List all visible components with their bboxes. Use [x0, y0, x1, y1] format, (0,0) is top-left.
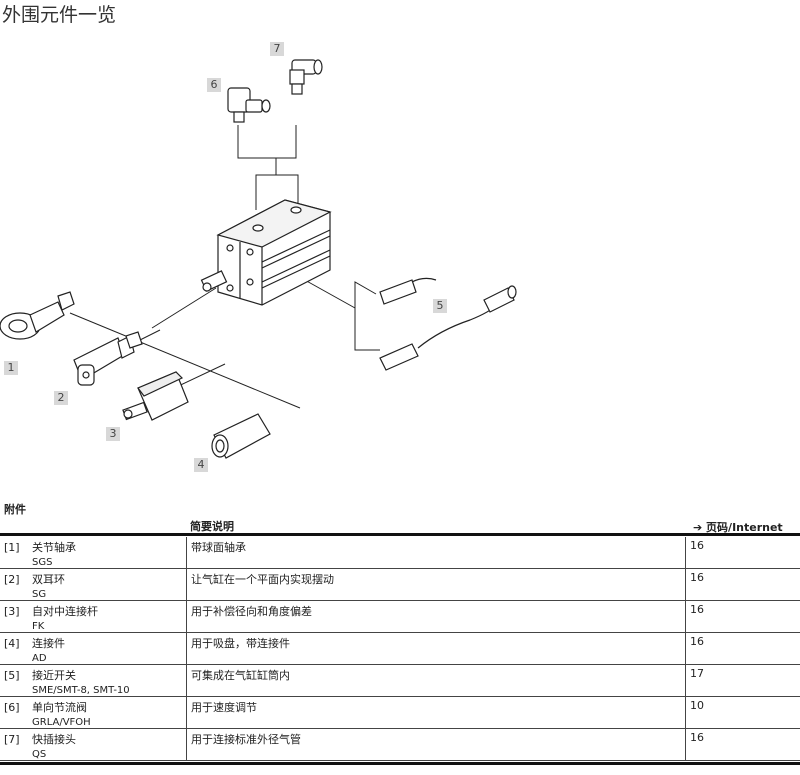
item-index: [6] [4, 701, 20, 714]
item-description: 用于吸盘，带连接件 [186, 632, 686, 665]
table-row: [5] 接近开关 SME/SMT-8, SMT-10 可集成在气缸缸筒内 17 [0, 664, 800, 697]
header-rule [0, 533, 800, 536]
item-index: [7] [4, 733, 20, 746]
item-description: 可集成在气缸缸筒内 [186, 664, 686, 697]
item-page[interactable]: 16 [685, 537, 800, 569]
item-name: 接近开关 [32, 669, 76, 682]
item-page[interactable]: 16 [685, 568, 800, 601]
item-name: 双耳环 [32, 573, 65, 586]
table-row: [7] 快插接头 QS 用于连接标准外径气管 16 [0, 728, 800, 761]
column-header-description: 简要说明 [190, 520, 234, 533]
table-row: [4] 连接件 AD 用于吸盘，带连接件 16 [0, 632, 800, 665]
item-page[interactable]: 16 [685, 728, 800, 761]
accessories-table: [1] 关节轴承 SGS 带球面轴承 16 [2] 双耳环 SG 让气缸在一个平面内… [0, 537, 800, 761]
item-code: SG [32, 589, 47, 600]
item-code: AD [32, 653, 47, 664]
table-row: [6] 单向节流阀 GRLA/VFOH 用于速度调节 10 [0, 696, 800, 729]
item-name: 关节轴承 [32, 541, 76, 554]
item-code: SGS [32, 557, 53, 568]
page-title: 外围元件一览 [2, 4, 117, 26]
callout-7: 7 [270, 42, 284, 56]
item-description: 用于补偿径向和角度偏差 [186, 600, 686, 633]
item-page[interactable]: 16 [685, 632, 800, 665]
item-name: 连接件 [32, 637, 65, 650]
table-row: [1] 关节轴承 SGS 带球面轴承 16 [0, 537, 800, 569]
item-description: 让气缸在一个平面内实现摆动 [186, 568, 686, 601]
item-index: [1] [4, 541, 20, 554]
item-code: GRLA/VFOH [32, 717, 91, 728]
item-cell: [3] 自对中连接杆 FK [0, 600, 187, 633]
item-description: 用于连接标准外径气管 [186, 728, 686, 761]
item-cell: [1] 关节轴承 SGS [0, 537, 187, 569]
item-code: QS [32, 749, 47, 760]
peripherals-drawing [0, 59, 517, 459]
callout-3: 3 [106, 427, 120, 441]
callout-1: 1 [4, 361, 18, 375]
callout-4: 4 [194, 458, 208, 472]
callout-6: 6 [207, 78, 221, 92]
item-page[interactable]: 17 [685, 664, 800, 697]
item-name: 单向节流阀 [32, 701, 87, 714]
footer-rule [0, 762, 800, 765]
callout-5: 5 [433, 299, 447, 313]
item-cell: [5] 接近开关 SME/SMT-8, SMT-10 [0, 664, 187, 697]
item-description: 带球面轴承 [186, 537, 686, 569]
column-header-page: ➔ 页码/Internet [693, 521, 783, 534]
item-index: [3] [4, 605, 20, 618]
item-name: 自对中连接杆 [32, 605, 98, 618]
item-description: 用于速度调节 [186, 696, 686, 729]
item-code: FK [32, 621, 45, 632]
callout-2: 2 [54, 391, 68, 405]
table-row: [3] 自对中连接杆 FK 用于补偿径向和角度偏差 16 [0, 600, 800, 633]
item-index: [2] [4, 573, 20, 586]
item-page[interactable]: 10 [685, 696, 800, 729]
table-row: [2] 双耳环 SG 让气缸在一个平面内实现摆动 16 [0, 568, 800, 601]
item-page[interactable]: 16 [685, 600, 800, 633]
item-cell: [7] 快插接头 QS [0, 728, 187, 761]
item-name: 快插接头 [32, 733, 76, 746]
item-index: [5] [4, 669, 20, 682]
section-title: 附件 [4, 503, 26, 516]
item-cell: [2] 双耳环 SG [0, 568, 187, 601]
item-index: [4] [4, 637, 20, 650]
item-cell: [6] 单向节流阀 GRLA/VFOH [0, 696, 187, 729]
item-cell: [4] 连接件 AD [0, 632, 187, 665]
item-code: SME/SMT-8, SMT-10 [32, 685, 130, 696]
